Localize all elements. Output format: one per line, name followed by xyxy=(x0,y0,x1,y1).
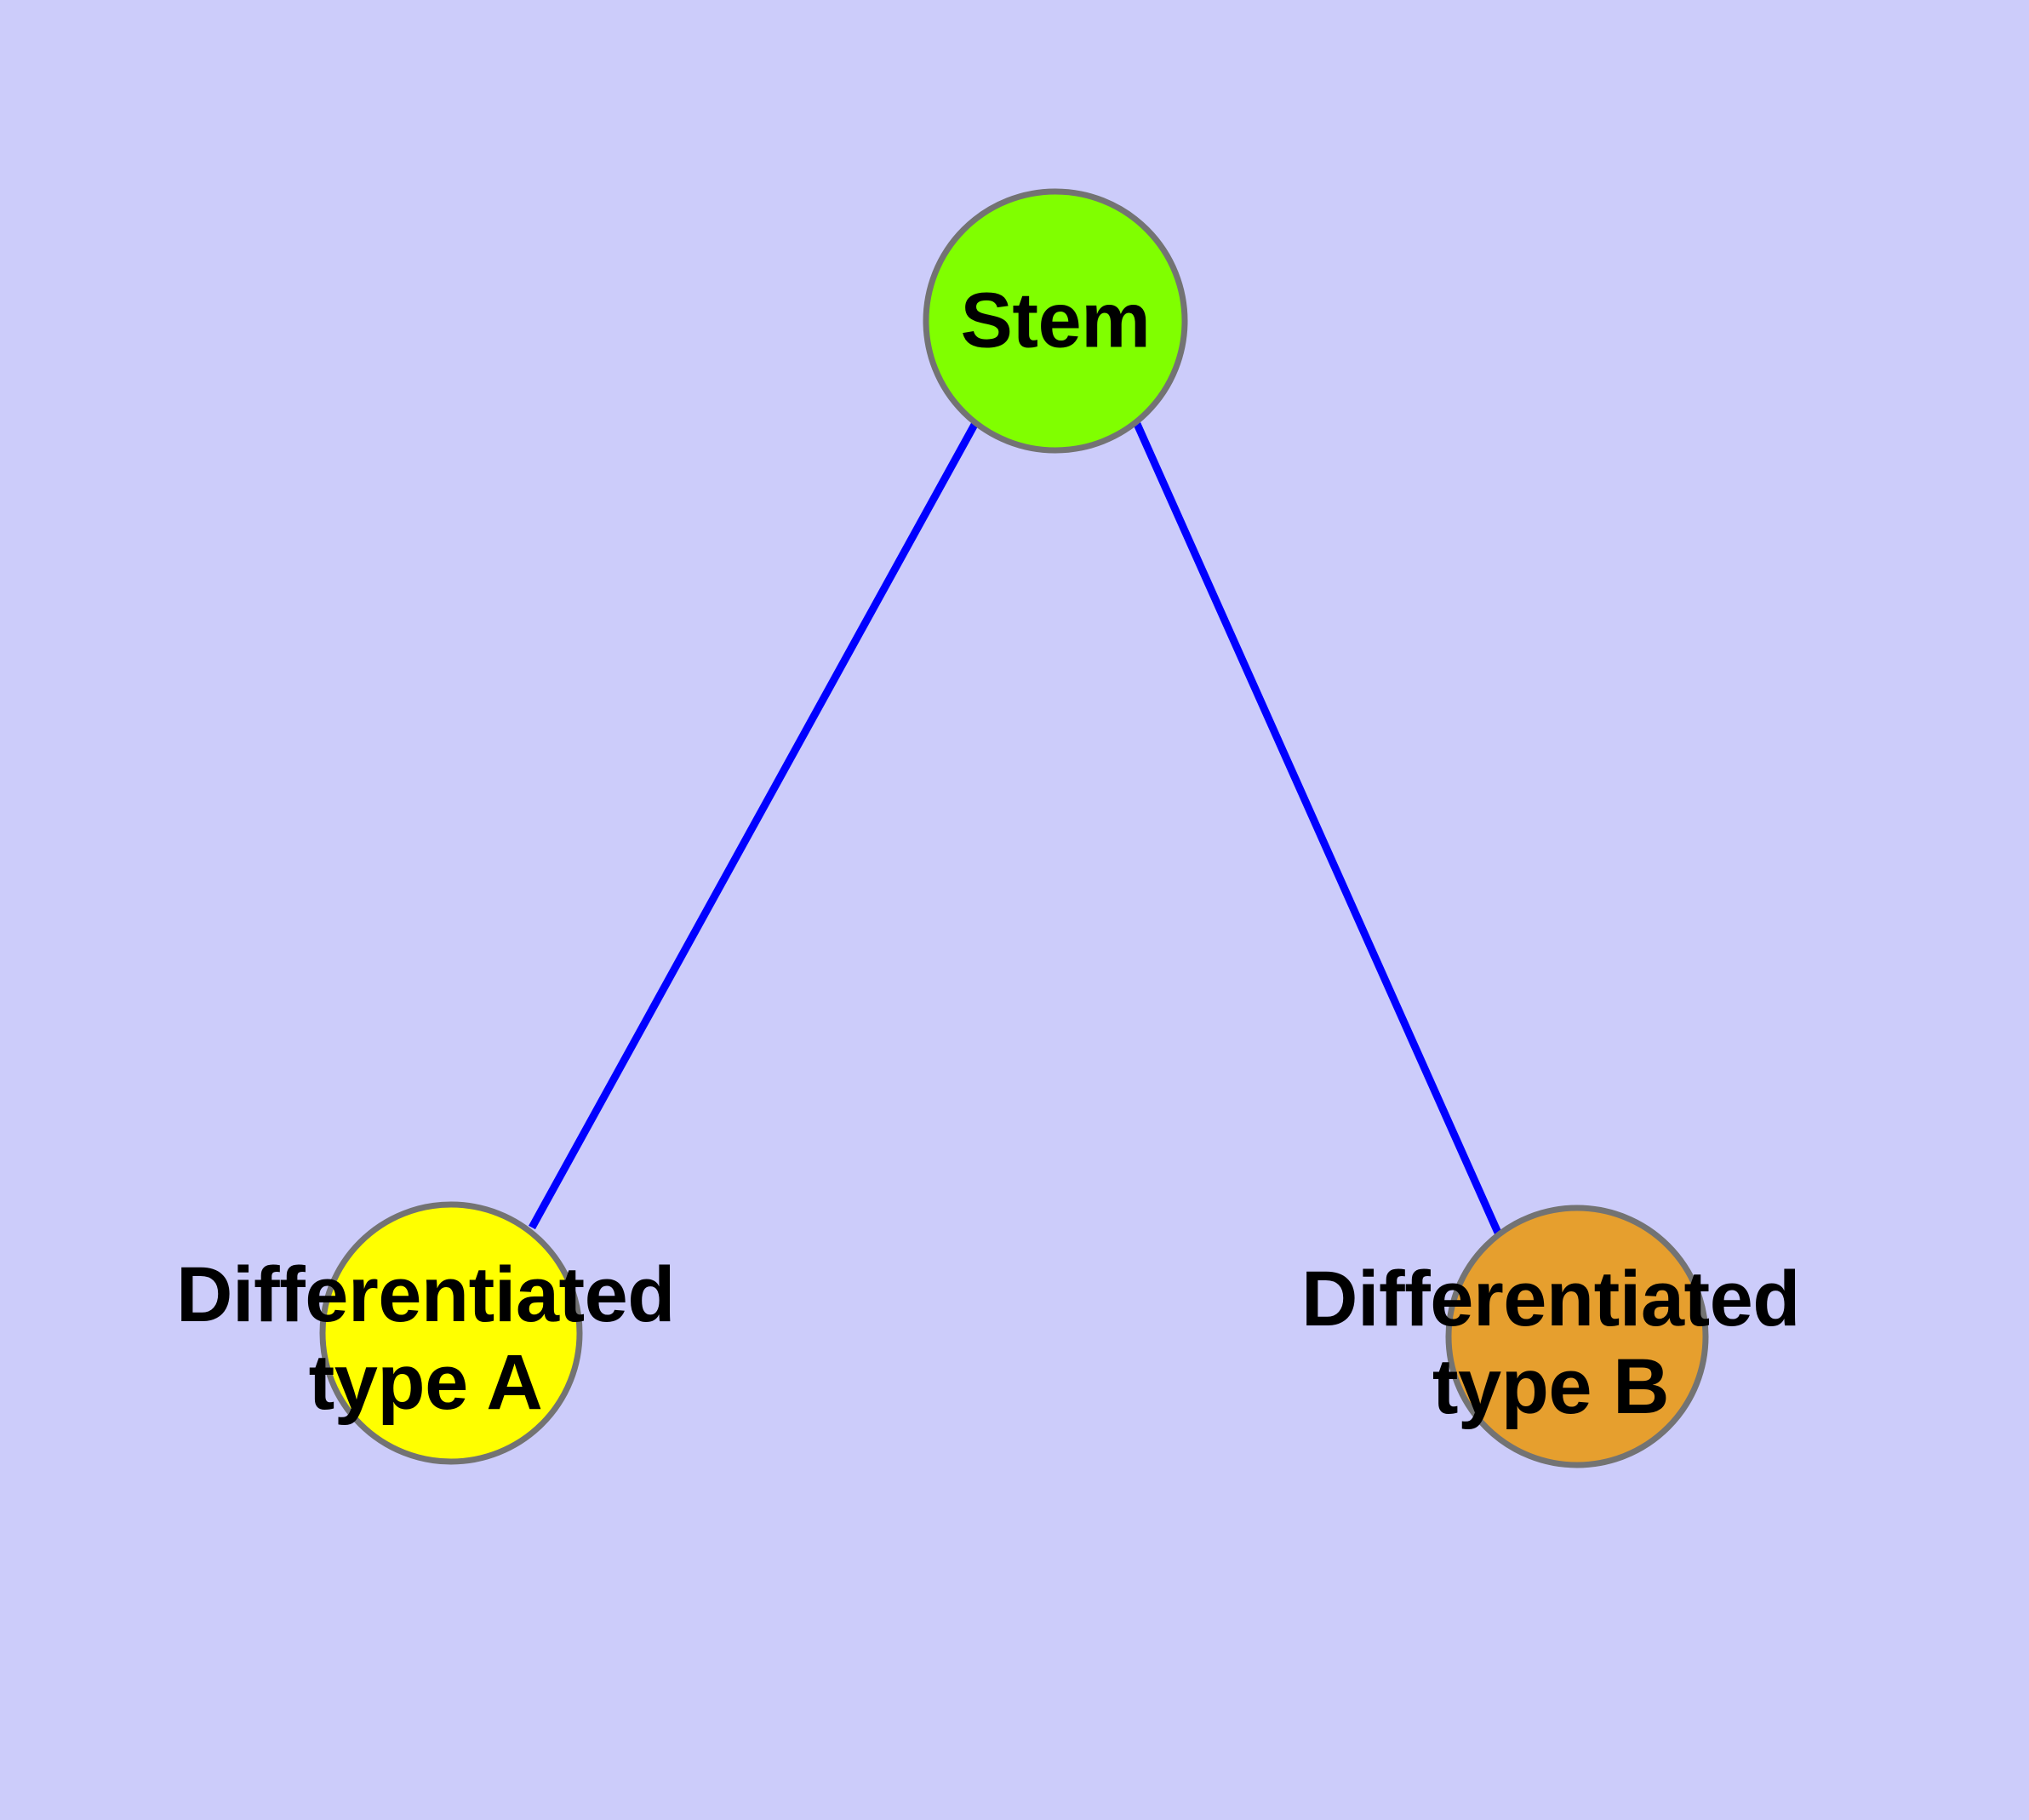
node-diff-b[interactable] xyxy=(1445,1205,1709,1468)
node-layer xyxy=(319,188,1709,1468)
edge-stem-to-diff-b[interactable] xyxy=(1133,422,1502,1234)
node-stem[interactable] xyxy=(923,188,1188,454)
edge-layer xyxy=(529,421,1502,1234)
edge-stem-to-diff-a[interactable] xyxy=(529,421,979,1230)
node-diff-a[interactable] xyxy=(319,1201,583,1465)
